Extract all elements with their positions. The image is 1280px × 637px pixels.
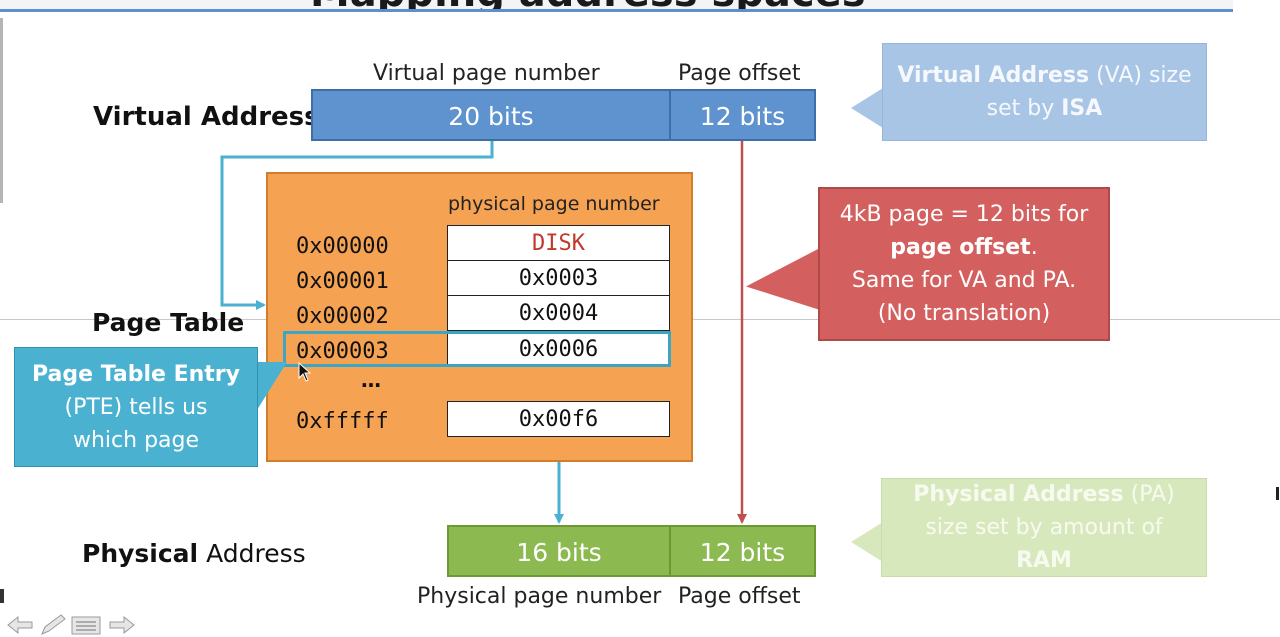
pa-offset-column-label: Page offset: [678, 584, 801, 609]
prev-slide-icon[interactable]: [7, 615, 33, 635]
physical-address-bold: Physical: [82, 539, 199, 568]
left-edge-mark: [0, 589, 4, 603]
slide-title: Mapping address spaces: [310, 0, 866, 9]
ppn-column-label: Physical page number: [417, 584, 662, 609]
va-callout: Virtual Address (VA) size set by ISA: [882, 43, 1207, 141]
menu-icon[interactable]: [71, 616, 101, 635]
offset-callout-line1: 4kB page = 12 bits for: [839, 202, 1089, 227]
va-offset-column-label: Page offset: [678, 61, 801, 86]
pte-callout-title: Page Table Entry: [32, 361, 240, 387]
pa-callout-line1: (PA): [1123, 482, 1175, 507]
mouse-cursor-icon: [298, 362, 312, 382]
pt-row-addr-3: 0x00003: [296, 339, 389, 364]
virtual-address-bar: [311, 89, 816, 141]
physical-address-label: Physical Address: [82, 539, 306, 568]
virtual-address-label: Virtual Address: [93, 102, 320, 132]
slide-header-bar: Mapping address spaces: [0, 0, 1233, 12]
right-edge-mark: [1276, 487, 1279, 500]
pte-callout: Page Table Entry (PTE) tells us which pa…: [14, 347, 258, 467]
pt-row-ppn-2: 0x0004: [447, 295, 670, 331]
pt-row-ppn-1: 0x0003: [447, 260, 670, 296]
offset-callout-line4: (No translation): [877, 301, 1051, 326]
pa-callout: Physical Address (PA) size set by amount…: [881, 478, 1207, 577]
pt-row-ppn-3: 0x0006: [447, 331, 670, 367]
ppn-column-header: physical page number: [448, 193, 660, 215]
offset-callout-line3: Same for VA and PA.: [851, 268, 1077, 293]
physical-address-rest: Address: [198, 539, 306, 568]
pa-offset-bits: 12 bits: [699, 537, 786, 567]
next-slide-icon[interactable]: [109, 615, 135, 635]
vpn-bits: 20 bits: [448, 101, 534, 131]
pte-callout-line2: (PTE) tells us: [64, 394, 208, 420]
pen-icon[interactable]: [41, 614, 66, 635]
va-field-separator: [669, 89, 671, 141]
pte-callout-line3: which page: [72, 427, 200, 453]
va-callout-term: Virtual Address: [897, 63, 1090, 88]
pa-field-separator: [669, 525, 671, 577]
va-offset-bits: 12 bits: [699, 101, 786, 131]
offset-callout-bold: page offset: [890, 235, 1031, 260]
pa-callout-term: Physical Address: [913, 482, 1124, 507]
physical-address-bar: [447, 525, 816, 577]
vpn-column-label: Virtual page number: [373, 61, 600, 86]
ppn-bits: 16 bits: [516, 537, 602, 567]
pt-ellipsis: …: [361, 368, 381, 392]
va-callout-line2: set by: [986, 96, 1062, 121]
pt-row-addr-1: 0x00001: [296, 269, 389, 294]
offset-callout: 4kB page = 12 bits for page offset. Same…: [818, 187, 1110, 341]
page-table-label: Page Table: [92, 308, 245, 337]
pa-callout-line2: size set by amount of: [925, 515, 1163, 540]
va-callout-line1: (VA) size: [1089, 63, 1192, 88]
pt-row-addr-2: 0x00002: [296, 304, 389, 329]
pt-row-ppn-0: DISK: [447, 225, 670, 261]
pt-row-addr-0: 0x00000: [296, 234, 389, 259]
left-scroll-edge: [0, 18, 3, 203]
offset-callout-period: .: [1030, 235, 1038, 260]
pt-row-addr-4: 0xfffff: [296, 409, 389, 434]
vpn-to-pagetable-arrow: [220, 141, 494, 310]
pa-callout-ram: RAM: [1016, 548, 1072, 573]
slide-nav-controls: [7, 614, 135, 635]
pte-highlight-outline: [283, 331, 671, 367]
va-callout-isa: ISA: [1061, 96, 1103, 121]
pt-row-ppn-4: 0x00f6: [447, 401, 670, 437]
